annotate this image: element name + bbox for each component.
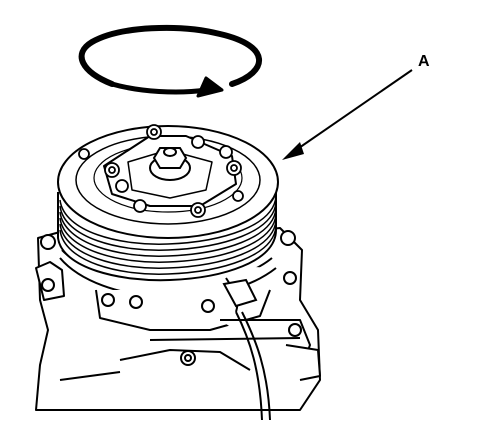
plate-bolts — [78, 124, 244, 218]
center-nut — [149, 147, 191, 181]
callout-A-leader — [282, 69, 413, 160]
callout-label-A: A — [418, 53, 430, 70]
rotation-arrow-icon — [78, 24, 262, 98]
coil-wire — [222, 277, 271, 421]
